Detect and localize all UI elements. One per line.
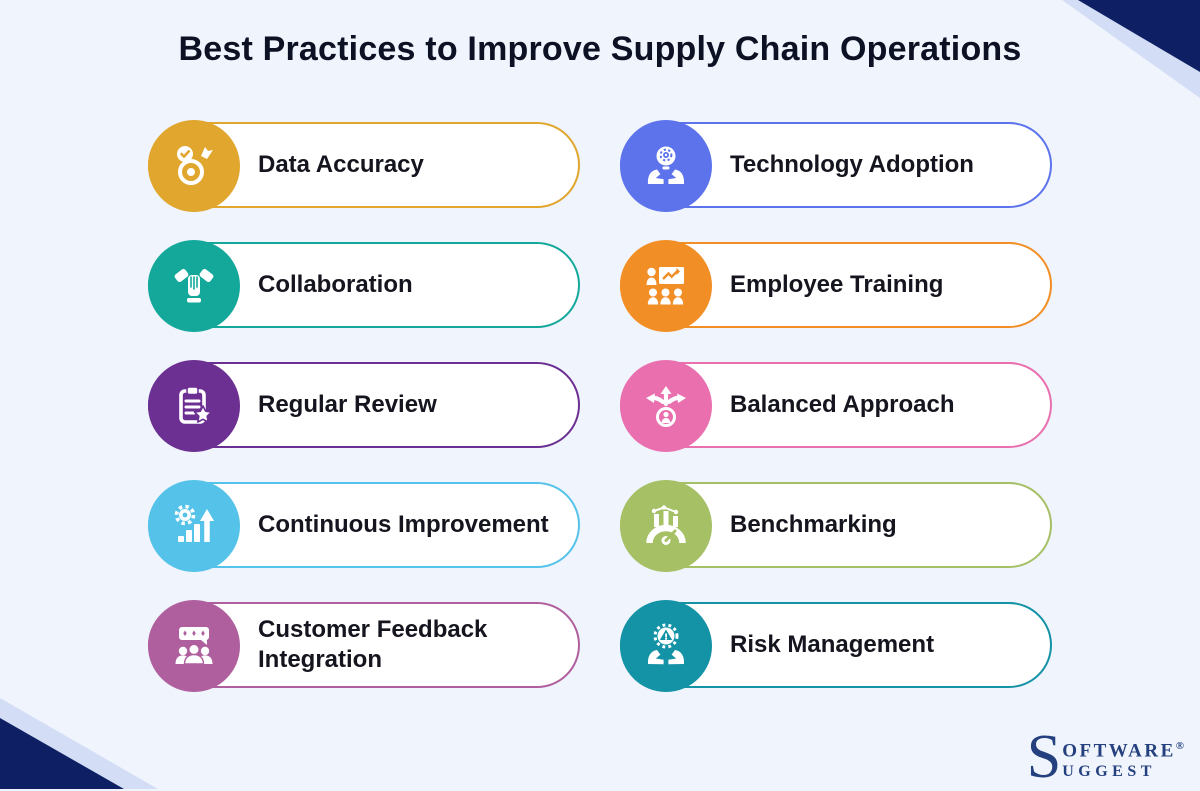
logo-line1: OFTWARE® bbox=[1062, 740, 1184, 762]
feedback-people-icon bbox=[148, 600, 240, 692]
practice-card-data-accuracy: Data Accuracy bbox=[148, 120, 580, 212]
target-check-icon bbox=[148, 120, 240, 212]
practice-label: Balanced Approach bbox=[730, 391, 955, 418]
practice-label: Regular Review bbox=[258, 391, 437, 418]
logo-initial: S bbox=[1026, 723, 1062, 791]
practice-card-regular-review: Regular Review bbox=[148, 360, 580, 452]
registered-mark: ® bbox=[1175, 740, 1184, 753]
practice-label: Technology Adoption bbox=[730, 151, 974, 178]
practice-label: Collaboration bbox=[258, 271, 413, 298]
gear-growth-icon bbox=[148, 480, 240, 572]
practice-card-benchmarking: Benchmarking bbox=[620, 480, 1052, 572]
practice-card-risk-management: Risk Management bbox=[620, 600, 1052, 692]
practice-label: Data Accuracy bbox=[258, 151, 424, 178]
hands-together-icon bbox=[148, 240, 240, 332]
practice-label: Customer Feedback Integration bbox=[258, 616, 488, 673]
gear-warning-hands-icon bbox=[620, 600, 712, 692]
practice-card-balanced-approach: Balanced Approach bbox=[620, 360, 1052, 452]
practice-card-collaboration: Collaboration bbox=[148, 240, 580, 332]
practice-label: Risk Management bbox=[730, 631, 935, 658]
training-board-icon bbox=[620, 240, 712, 332]
gauge-benchmark-icon bbox=[620, 480, 712, 572]
practice-label: Continuous Improvement bbox=[258, 511, 549, 538]
direction-arrows-icon bbox=[620, 360, 712, 452]
practice-label: Benchmarking bbox=[730, 511, 897, 538]
logo-line2: UGGEST bbox=[1062, 762, 1156, 780]
practice-card-continuous-improvement: Continuous Improvement bbox=[148, 480, 580, 572]
practice-card-employee-training: Employee Training bbox=[620, 240, 1052, 332]
hands-bulb-icon bbox=[620, 120, 712, 212]
corner-triangle-bottom-left bbox=[0, 718, 124, 789]
clipboard-star-icon bbox=[148, 360, 240, 452]
practice-card-technology-adoption: Technology Adoption bbox=[620, 120, 1052, 212]
page-title: Best Practices to Improve Supply Chain O… bbox=[178, 30, 1022, 68]
softwaresuggest-logo: S OFTWARE® UGGEST bbox=[1026, 723, 1184, 791]
practice-label: Employee Training bbox=[730, 271, 944, 298]
practice-card-customer-feedback-integration: Customer Feedback Integration bbox=[148, 600, 580, 692]
practices-grid: Data Accuracy Collaboration Regular Revi… bbox=[148, 120, 1052, 692]
corner-band-bottom-left bbox=[0, 698, 158, 789]
